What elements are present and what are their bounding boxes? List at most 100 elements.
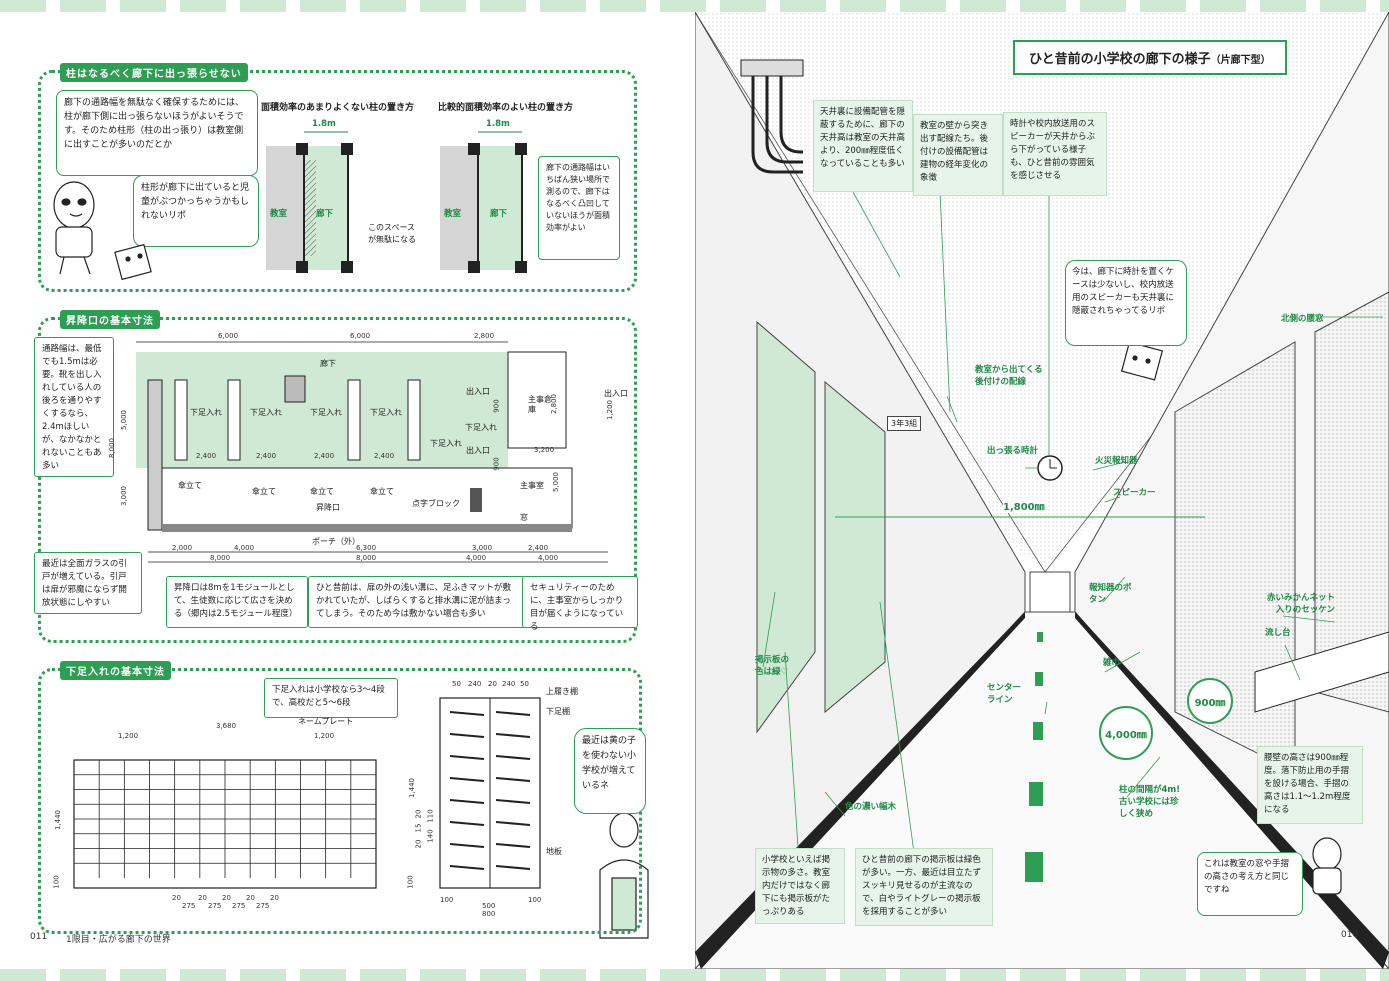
- shoe-box-label-5: 下足入れ: [465, 423, 497, 432]
- glass-door-note: 最近は全面ガラスの引戸が増えている。引戸は扉が邪魔にならず開放状態にしやすい: [34, 552, 142, 614]
- side-dim-top-1: 50: [452, 680, 461, 688]
- dim-mid-4: 2,400: [374, 452, 395, 460]
- mat-note: ひと昔前は、扉の外の浅い溝に、足ふきマットが敷かれていたが、しばらくすると排水溝…: [308, 576, 526, 628]
- side-dim-bottom-4: 800: [482, 910, 496, 918]
- bad-corridor-label: 廊下: [316, 209, 334, 219]
- upper-shelf-label: 上履き棚: [546, 687, 578, 696]
- corridor-width-label: 1,800㎜: [1003, 498, 1045, 513]
- left-page: 柱はなるべく廊下に出っ張らせない 廊下の通路幅を無駄なく確保するためには、柱が廊…: [0, 12, 693, 969]
- good-classroom-label: 教室: [444, 209, 462, 219]
- entrance-panel-title: 昇降口の基本寸法: [60, 310, 160, 329]
- board-color-label: 掲示板の色は緑♡: [755, 655, 790, 677]
- entrance-label-1: 出入口: [466, 387, 490, 396]
- front-dim-bottom-9: 275: [256, 902, 270, 910]
- shelf-line: [495, 777, 531, 782]
- shelf-line: [495, 821, 531, 826]
- lower-shelf-label: 下足棚: [546, 707, 570, 716]
- robot-figure: [114, 243, 152, 281]
- waste-note: このスペースが無駄になる: [368, 223, 416, 244]
- right-page-number: 010: [1341, 930, 1359, 940]
- shelf-line: [449, 821, 485, 826]
- pipes-note: 教室の壁から突き出す配線たち。後付けの設備配管は建物の経年変化の象徴: [913, 114, 1003, 196]
- braille-label: 点字ブロック: [412, 499, 460, 508]
- side-dim-top-4: 240: [502, 680, 516, 688]
- security-note: セキュリティーのために、主事室からしっかり目が届くようになっている: [522, 576, 638, 632]
- corridor-title-sub: （片廊下型）: [1210, 55, 1271, 66]
- front-dim-side-2: 100: [52, 875, 61, 889]
- umbrella-label-4: 傘立て: [370, 487, 394, 496]
- bad-classroom-label: 教室: [270, 209, 288, 219]
- storage-label: 主事倉庫: [528, 395, 552, 414]
- side-dim-left-7: 100: [406, 875, 415, 889]
- shelf-line: [495, 711, 531, 716]
- dim-side-1: 5,000: [120, 409, 129, 431]
- center-line-label: センターライン: [987, 683, 1022, 705]
- dim-bottom-3: 6,300: [356, 544, 377, 552]
- dim-bottom-2: 4,000: [234, 544, 255, 552]
- dim-right-4: 1,200: [606, 399, 615, 421]
- left-footer-text: 1限目・広がる廊下の世界: [66, 935, 171, 945]
- left-drawings: [53, 131, 649, 939]
- baseboard-label: 色の濃い幅木: [845, 802, 897, 812]
- side-dim-bottom-2: 500: [482, 902, 496, 910]
- floor-label: 地板: [546, 847, 562, 856]
- shoe-box-panel-title: 下足入れの基本寸法: [60, 661, 171, 680]
- ceiling-note: 天井裏に設備配管を隠蔽するために、廊下の天井高は教室の天井高より、200㎜程度低…: [813, 100, 913, 192]
- window-height-note: これは教室の窓や手摺の高さの考え方と同じですね: [1197, 852, 1303, 916]
- shoe-box-section: [439, 697, 541, 889]
- front-dim-top-1: 3,680: [216, 722, 237, 730]
- shelf-line: [495, 843, 531, 848]
- class-sign: 3年3組: [887, 416, 922, 431]
- north-window-label: 北側の腰窓: [1281, 314, 1324, 324]
- shoe-box-label-1: 下足入れ: [190, 408, 222, 417]
- dim-top-1: 6,000: [218, 332, 239, 340]
- dim-side-3: 3,000: [120, 485, 129, 507]
- dim-top-3: 2,800: [474, 332, 495, 340]
- entrance-label-3: 出入口: [604, 389, 628, 398]
- good-column-diagram: [440, 131, 527, 273]
- entrance-panel: [38, 317, 637, 643]
- shelf-line: [495, 755, 531, 760]
- sink-label: 流し台: [1265, 628, 1291, 638]
- shoe-box-label-6: 下足入れ: [430, 439, 462, 448]
- dim-right-3: 5,000: [552, 471, 561, 493]
- nameplate-label: ネームプレート: [298, 717, 354, 726]
- dim-right-2: 3,200: [534, 446, 555, 454]
- shoe-box-label-3: 下足入れ: [310, 408, 342, 417]
- column-panel: [38, 70, 637, 292]
- umbrella-label-2: 傘立て: [252, 487, 276, 496]
- shelf-line: [449, 711, 485, 716]
- shelf-line: [449, 843, 485, 848]
- tiers-note: 下足入れは小学校なら3〜4段で、高校だと5〜6段: [264, 678, 398, 718]
- front-dim-bottom-8: 275: [232, 902, 246, 910]
- board-note: 小学校といえば掲示物の多さ。教室内だけではなく廊下にも掲示板がたっぷりある: [755, 848, 845, 924]
- speaker-note: 時計や校内放送用のスピーカーが天井からぶら下がっている様子も、ひと昔前の雰囲気を…: [1003, 112, 1107, 196]
- side-dim-left-3: 15: [414, 823, 423, 833]
- dim-right-5: 900: [492, 399, 501, 413]
- good-layout-caption: 比較的面積効率のよい柱の置き方: [438, 103, 574, 113]
- side-dim-top-5: 50: [520, 680, 529, 688]
- good-width-label: 1.8m: [486, 119, 510, 129]
- shelf-line: [449, 755, 485, 760]
- umbrella-label-3: 傘立て: [310, 487, 334, 496]
- front-dim-bottom-1: 20: [172, 894, 181, 902]
- soap-net-label: 赤いみかんネット入りのセッケン: [1266, 593, 1335, 615]
- bad-width-label: 1.8m: [312, 119, 336, 129]
- wiring-label: 教室から出てくる後付けの配線: [975, 365, 1043, 387]
- shelf-line: [495, 799, 531, 804]
- cloth-label: 雑巾: [1103, 658, 1121, 668]
- front-dim-bottom-2: 20: [198, 894, 207, 902]
- side-dim-left-1: 1,440: [408, 777, 417, 799]
- front-dim-bottom-7: 275: [208, 902, 222, 910]
- entrance-plan: [136, 341, 608, 563]
- column-panel-title: 柱はなるべく廊下に出っ張らせない: [60, 63, 248, 82]
- speaker-label: スピーカー: [1113, 488, 1156, 498]
- dim-bottom-5: 2,400: [528, 544, 549, 552]
- side-dim-bottom-3: 100: [528, 896, 542, 904]
- office-label: 主事室: [520, 481, 544, 490]
- shelf-line: [495, 733, 531, 738]
- side-dim-top-2: 240: [468, 680, 482, 688]
- bad-layout-caption: 面積効率のあまりよくない柱の置き方: [261, 103, 415, 113]
- dim-top-2: 6,000: [350, 332, 371, 340]
- pillar-span-note: 柱の間隔が4m! 古い学校には珍しく狭め: [1119, 785, 1181, 819]
